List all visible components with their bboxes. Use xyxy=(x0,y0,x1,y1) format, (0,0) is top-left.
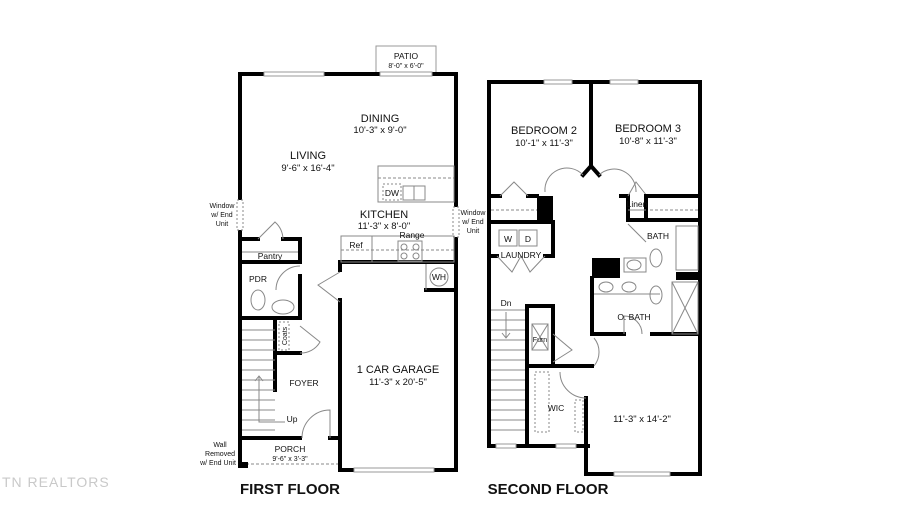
patio-dim: 8'-0" x 6'-0" xyxy=(388,63,424,70)
furnace-label: Furn xyxy=(533,337,548,344)
coats-label: Coats xyxy=(282,326,289,345)
porch-label: PORCH xyxy=(275,444,306,454)
first-floor-plan: PATIO 8'-0" x 6'-0" xyxy=(199,45,487,498)
window xyxy=(263,71,325,77)
down-label: Dn xyxy=(501,298,512,308)
dining-label: DINING xyxy=(361,113,400,125)
wall-note-line: Removed xyxy=(205,451,235,458)
range-label: Range xyxy=(399,230,424,240)
bedroom2-dim: 10'-1" x 11'-3" xyxy=(515,138,573,149)
pantry-label: Pantry xyxy=(258,251,283,261)
living-label: LIVING xyxy=(290,150,326,162)
second-floor-plan: BEDROOM 2 10'-1" x 11'-3" BEDROOM 3 10'-… xyxy=(487,79,702,498)
dining-dim: 10'-3" x 9'-0" xyxy=(353,125,406,136)
window-note-line: Window xyxy=(210,203,236,210)
window-note-line: Window xyxy=(461,210,487,217)
stairs xyxy=(242,329,285,431)
foyer-label: FOYER xyxy=(289,378,318,388)
stairs xyxy=(491,309,525,431)
watermark: TN REALTORS xyxy=(2,474,110,490)
ref-label: Ref xyxy=(349,240,363,250)
wic-label: WIC xyxy=(548,403,565,413)
laundry-label: LAUNDRY xyxy=(501,250,542,260)
garage-dim: 11'-3" x 20'-5" xyxy=(369,377,427,388)
wall-note-line: Wall xyxy=(213,442,227,449)
living-dim: 9'-6" x 16'-4" xyxy=(281,163,334,174)
dryer-label: D xyxy=(525,234,531,244)
washer-label: W xyxy=(504,234,512,244)
patio-label: PATIO xyxy=(394,51,419,61)
pdr-label: PDR xyxy=(249,274,267,284)
kitchen-label: KITCHEN xyxy=(360,209,408,221)
linen-label: Linen xyxy=(627,199,648,209)
up-label: Up xyxy=(287,414,298,424)
bedroom2-label: BEDROOM 2 xyxy=(511,125,577,137)
window-note-line: Unit xyxy=(467,228,480,235)
first-floor-title: FIRST FLOOR xyxy=(240,481,340,498)
bath-label: BATH xyxy=(647,231,669,241)
window-note-line: w/ End xyxy=(461,219,484,226)
owner-bedroom-dim: 11'-3" x 14'-2" xyxy=(613,414,671,425)
second-floor-title: SECOND FLOOR xyxy=(488,481,609,498)
garage-label: 1 CAR GARAGE xyxy=(357,364,440,376)
dishwasher-label: DW xyxy=(385,188,399,198)
kitchen-dim: 11'-3" x 8'-0" xyxy=(358,221,410,232)
porch-dim: 9'-6" x 3'-3" xyxy=(272,456,308,463)
patio xyxy=(375,45,437,75)
patio-door xyxy=(379,71,433,77)
wall-note-line: w/ End Unit xyxy=(199,460,236,467)
bedroom3-label: BEDROOM 3 xyxy=(615,123,681,135)
owner-bath-label: O. BATH xyxy=(617,312,650,322)
bedroom3-dim: 10'-8" x 11'-3" xyxy=(619,136,677,147)
window-note-line: w/ End xyxy=(210,212,233,219)
window-note-line: Unit xyxy=(216,221,229,228)
water-heater-label: WH xyxy=(432,272,446,282)
